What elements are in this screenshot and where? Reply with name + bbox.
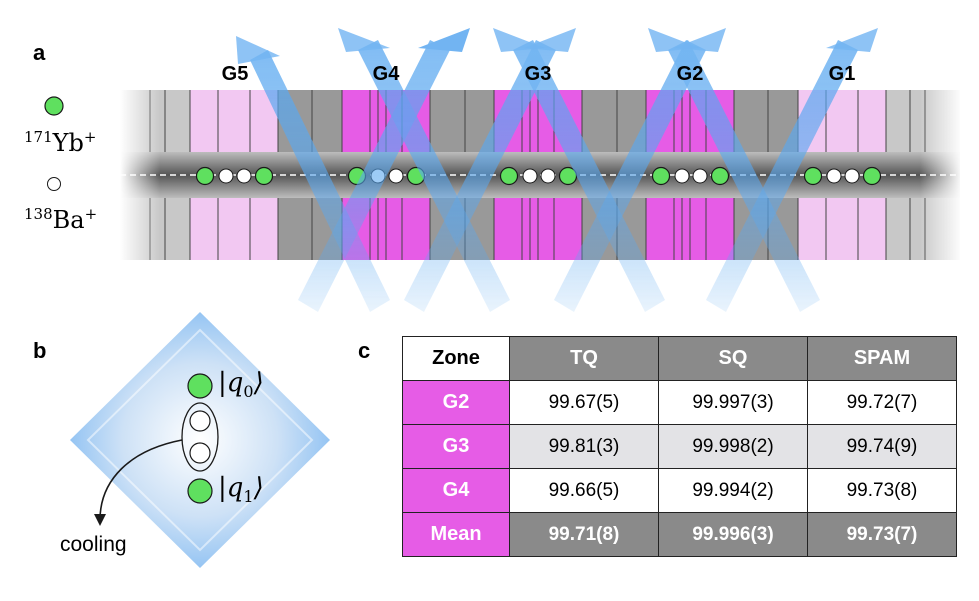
zone-cell: G2	[402, 380, 510, 425]
ion-chain-g3	[499, 166, 578, 186]
yb-mass-number: 171	[24, 128, 53, 146]
spam-cell: 99.72(7)	[807, 380, 957, 425]
sq-cell: 99.998(2)	[658, 424, 808, 469]
spam-cell: 99.74(9)	[807, 424, 957, 469]
panel-a-label: a	[33, 40, 46, 65]
beam-arrow	[493, 28, 665, 312]
cooling-label: cooling	[60, 533, 127, 556]
lower-electrode-rail	[120, 198, 960, 260]
ion-chain-g2	[651, 166, 730, 186]
column-header-sq: SQ	[658, 336, 808, 381]
beam-arrow	[648, 28, 820, 312]
cooling-beam-diamond	[70, 312, 330, 568]
tq-cell: 99.81(3)	[509, 424, 659, 469]
table-row: G3 99.81(3) 99.998(2) 99.74(9)	[402, 424, 957, 469]
cooling-arrow-head	[94, 514, 106, 526]
tq-cell: 99.71(8)	[509, 512, 659, 557]
ba-species-label: 138Ba+	[24, 205, 97, 234]
ion-chain-g1	[803, 166, 882, 186]
zone-label-g1: G1	[829, 63, 856, 85]
sq-cell: 99.994(2)	[658, 468, 808, 513]
tq-cell: 99.66(5)	[509, 468, 659, 513]
beam-arrow	[236, 36, 390, 312]
spam-cell: 99.73(8)	[807, 468, 957, 513]
ba-pair-outline	[181, 402, 219, 472]
ba-mass-number: 138	[24, 205, 53, 223]
beam-arrow	[706, 28, 878, 312]
zone-label-g4: G4	[373, 63, 401, 85]
table-row: G2 99.67(5) 99.997(3) 99.72(7)	[402, 380, 957, 425]
q1-ket-label: |q1⟩	[218, 473, 264, 507]
q0-subscript: 0	[243, 382, 254, 402]
yb-symbol: Yb	[52, 129, 84, 157]
ba-ion-icon	[189, 442, 211, 464]
yb-species-label: 171Yb+	[24, 128, 96, 157]
q1-ion-icon	[187, 478, 213, 504]
beam-arrow	[338, 28, 510, 312]
ion-chain-g5	[195, 166, 274, 186]
column-header-spam: SPAM	[807, 336, 957, 381]
table-row-mean: Mean 99.71(8) 99.996(3) 99.73(7)	[402, 512, 957, 557]
ba-ion-legend-icon	[47, 177, 61, 191]
table-header-row: Zone TQ SQ SPAM	[402, 336, 957, 381]
panel-c-label: c	[358, 338, 371, 363]
sq-cell: 99.996(3)	[658, 512, 808, 557]
panel-b-label: b	[33, 338, 47, 363]
fidelity-table: Zone TQ SQ SPAM G2 99.67(5) 99.997(3) 99…	[402, 336, 957, 557]
laser-beams	[236, 28, 878, 312]
tq-cell: 99.67(5)	[509, 380, 659, 425]
zone-label-g3: G3	[525, 63, 552, 85]
table-row: G4 99.66(5) 99.994(2) 99.73(8)	[402, 468, 957, 513]
spam-cell: 99.73(7)	[807, 512, 957, 557]
yb-ion-legend-icon	[44, 96, 64, 116]
zone-cell: Mean	[402, 512, 510, 557]
yb-charge: +	[83, 128, 97, 146]
ba-charge: +	[84, 205, 98, 223]
sq-cell: 99.997(3)	[658, 380, 808, 425]
zone-cell: G4	[402, 468, 510, 513]
column-header-zone: Zone	[402, 336, 510, 381]
q1-subscript: 1	[243, 487, 254, 507]
column-header-tq: TQ	[509, 336, 659, 381]
zone-cell: G3	[402, 424, 510, 469]
ba-ion-icon	[189, 410, 211, 432]
q0-ket-label: |q0⟩	[218, 368, 264, 402]
zone-label-g5: G5	[222, 63, 249, 85]
ba-symbol: Ba	[52, 206, 85, 234]
cooling-arrow	[99, 439, 183, 521]
q0-ion-icon	[187, 373, 213, 399]
zone-label-g2: G2	[677, 63, 704, 85]
